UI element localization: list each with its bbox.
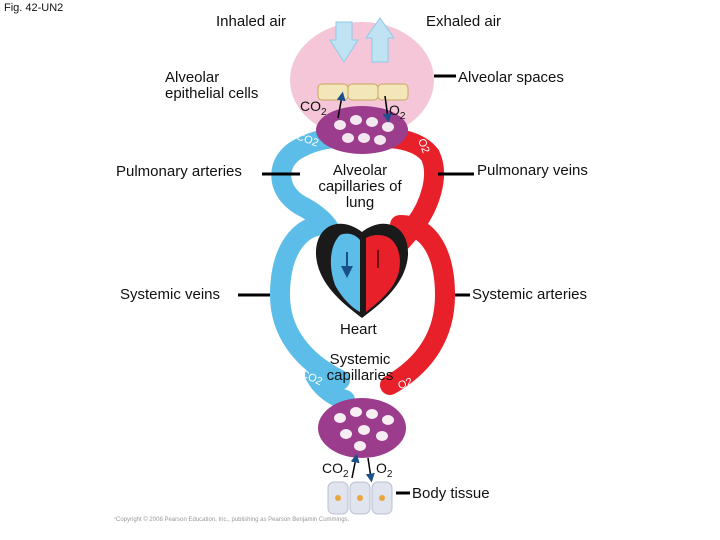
gas-text: CO [322, 460, 343, 476]
label-line: Systemic [329, 351, 391, 368]
co2-tissue-label: CO2 [322, 460, 349, 480]
alveolar-spaces-label: Alveolar spaces [458, 69, 564, 86]
label-line: capillaries of [318, 178, 402, 195]
label-line: lung [345, 194, 375, 211]
systemic-veins-label: Systemic veins [120, 286, 221, 303]
epithelial-cell [347, 83, 379, 101]
alveolar-capillaries-label: Alveolar capillaries of lung [308, 163, 412, 211]
subscript: 2 [399, 111, 406, 122]
systemic-capillary-holes [334, 407, 394, 451]
tissue-nucleus [335, 495, 341, 501]
co2-exit-arrow [336, 91, 346, 119]
label-line: Alveolar [332, 162, 388, 179]
alveolar-epithelial-cells-label: Alveolar epithelial cells [165, 70, 258, 102]
pulmonary-arteries-label: Pulmonary arteries [116, 163, 242, 180]
systemic-artery-vessel [380, 215, 456, 395]
subscript: 2 [386, 469, 393, 480]
systemic-vein-lower [305, 365, 355, 410]
label-line: epithelial cells [165, 85, 259, 102]
o2-tissue-label: O2 [376, 460, 393, 480]
o2-lung-label: O2 [389, 102, 406, 122]
gas-text: O [389, 102, 400, 118]
subscript: 2 [343, 469, 349, 480]
label-line: Alveolar [165, 69, 220, 86]
systemic-arteries-label: Systemic arteries [472, 286, 588, 303]
o2-tissue-arrow [365, 457, 375, 483]
inhaled-air-arrow [329, 21, 359, 63]
subscript: 2 [321, 107, 327, 118]
label-line: capillaries [326, 367, 394, 384]
pulmonary-veins-label: Pulmonary veins [477, 162, 588, 179]
figure-label: Fig. 42-UN2 [4, 2, 64, 14]
heart-left-side [366, 234, 400, 312]
gas-text: CO [300, 98, 321, 114]
epithelial-cell [377, 83, 409, 101]
co2-lung-label: CO2 [300, 98, 327, 118]
systemic-capillaries-label: Systemic capillaries [318, 352, 402, 384]
inhaled-air-label: Inhaled air [216, 13, 287, 30]
exhaled-air-label: Exhaled air [426, 13, 502, 30]
systemic-vein-vessel [269, 215, 350, 390]
tissue-nucleus [379, 495, 385, 501]
alveolus-sac [290, 22, 434, 138]
body-tissue-label: Body tissue [412, 485, 490, 502]
o2-enter-arrow [382, 95, 392, 123]
heart-label: Heart [340, 321, 377, 338]
co2-tissue-arrow [350, 453, 360, 479]
gas-text: O [376, 460, 387, 476]
tissue-nucleus [357, 495, 363, 501]
alveolar-capillary-holes [334, 115, 394, 145]
copyright-text: Copyright © 2008 Pearson Education, Inc.… [116, 517, 350, 523]
exhaled-air-arrow [365, 17, 395, 63]
